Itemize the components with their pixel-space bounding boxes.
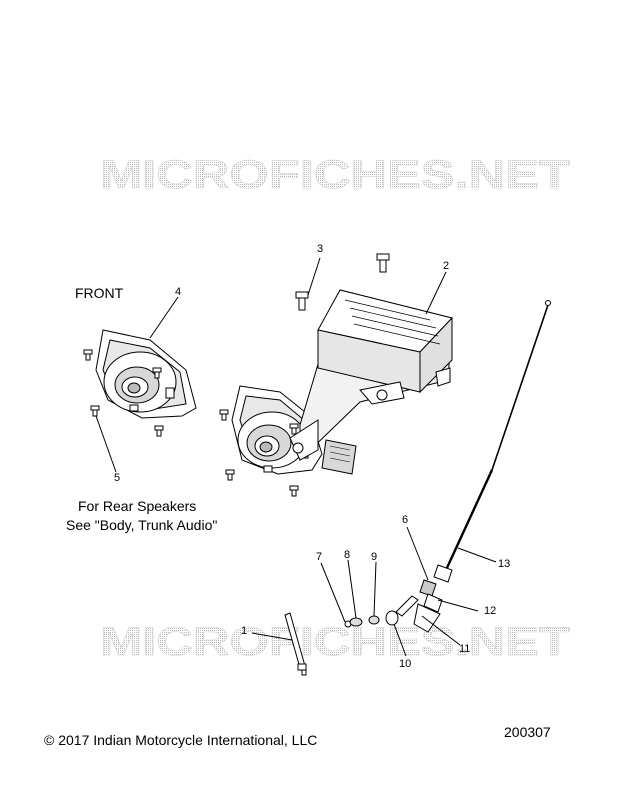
callout-6: 6 xyxy=(402,514,409,526)
callout-1: 1 xyxy=(241,625,248,637)
callout-5: 5 xyxy=(114,472,121,484)
callout-4: 4 xyxy=(175,286,182,298)
watermark-bottom: MICROFICHES.NET xyxy=(100,620,570,664)
callout-8: 8 xyxy=(344,549,351,561)
diagram-id: 200307 xyxy=(504,724,551,740)
amplifier-module xyxy=(289,289,453,475)
front-speaker xyxy=(95,329,197,419)
antenna xyxy=(433,300,551,583)
copyright-text: © 2017 Indian Motorcycle International, … xyxy=(44,732,318,748)
callout-2: 2 xyxy=(443,260,450,272)
callout-13: 13 xyxy=(498,558,511,570)
rear-speakers-note-line2: See "Body, Trunk Audio" xyxy=(66,517,218,533)
antenna-mount-parts xyxy=(344,579,443,633)
callout-3: 3 xyxy=(317,243,324,255)
callout-10: 10 xyxy=(399,658,412,670)
ground-strap xyxy=(284,612,307,676)
front-speaker-screws xyxy=(83,349,164,437)
leader-lines xyxy=(95,257,497,657)
callout-9: 9 xyxy=(371,551,378,563)
callout-12: 12 xyxy=(484,605,497,617)
callout-7: 7 xyxy=(316,551,323,563)
callout-11: 11 xyxy=(459,643,471,655)
front-label: FRONT xyxy=(75,285,124,301)
rear-speakers-note-line1: For Rear Speakers xyxy=(78,498,197,514)
watermark-top: MICROFICHES.NET xyxy=(100,153,570,197)
